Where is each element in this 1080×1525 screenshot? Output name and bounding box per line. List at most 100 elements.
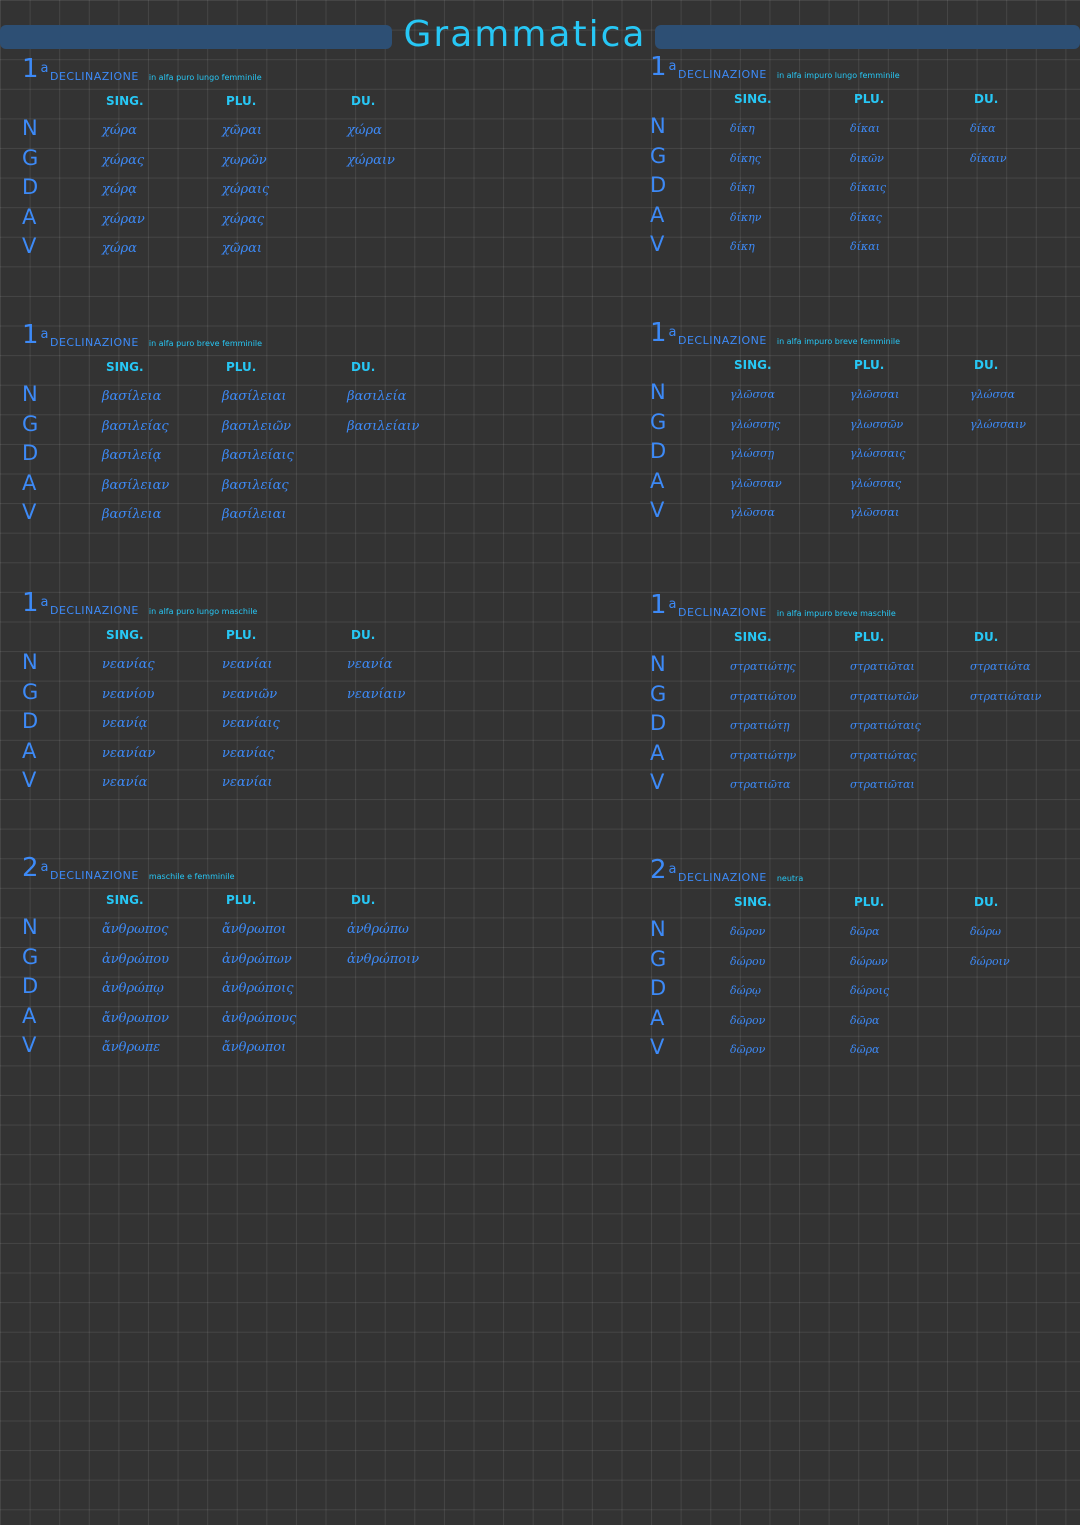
ordinal-number: 1 <box>22 588 39 618</box>
form-plu: δώρων <box>850 954 888 968</box>
form-du: βασιλείαιν <box>347 418 420 434</box>
form-sing: βασίλεια <box>102 507 162 522</box>
form-plu: δίκαι <box>850 122 880 135</box>
form-plu: γλώσσας <box>850 476 902 490</box>
form-du: γλώσσαιν <box>970 417 1026 431</box>
case-letter: A <box>650 740 665 765</box>
declension-heading: DECLINAZIONE neutra <box>678 869 803 886</box>
title-band-left <box>0 25 392 49</box>
column-header-plu: PLU. <box>854 895 885 909</box>
ordinal-superscript: a <box>668 325 677 340</box>
column-header-plu: PLU. <box>854 92 885 106</box>
case-letter: G <box>22 944 39 969</box>
form-sing: χώρᾳ <box>102 182 137 197</box>
form-plu: νεανιῶν <box>222 686 278 702</box>
form-sing: γλῶσσα <box>730 388 775 401</box>
case-letter: G <box>650 409 667 434</box>
form-du: νεανία <box>347 657 393 672</box>
case-letter: D <box>650 173 667 197</box>
form-du: δίκαιν <box>970 151 1007 165</box>
declension-label: DECLINAZIONE <box>678 334 767 347</box>
column-header-du: DU. <box>974 92 999 106</box>
ordinal-number: 2 <box>650 855 667 885</box>
page-title: Grammatica <box>403 14 647 55</box>
form-plu: ἄνθρωποι <box>222 1040 287 1055</box>
case-letter: V <box>650 1035 665 1059</box>
form-plu: γλῶσσαι <box>850 388 900 401</box>
ordinal-number: 1 <box>22 54 39 84</box>
form-sing: δώρου <box>730 954 766 968</box>
form-plu: χώρας <box>222 211 265 227</box>
form-plu: γλώσσαις <box>850 447 906 460</box>
form-sing: δώρῳ <box>730 984 762 997</box>
declension-subtitle: neutra <box>776 874 804 883</box>
form-sing: γλώσσης <box>730 417 781 431</box>
case-letter: D <box>22 974 39 998</box>
ordinal-superscript: a <box>40 860 49 875</box>
case-letter: D <box>22 441 39 465</box>
case-letter: G <box>650 681 667 706</box>
form-sing: δῶρον <box>730 925 766 938</box>
form-plu: στρατιώτας <box>850 748 917 762</box>
form-sing: ἀνθρώπου <box>102 951 170 967</box>
column-header-sing: SING. <box>106 360 144 374</box>
form-du: γλώσσα <box>970 388 1015 401</box>
column-header-sing: SING. <box>734 92 772 106</box>
case-letter: G <box>22 145 39 170</box>
form-plu: βασιλείαις <box>222 448 294 463</box>
case-letter: N <box>650 652 666 676</box>
column-header-plu: PLU. <box>854 630 885 644</box>
form-plu: χῶραι <box>222 241 262 256</box>
case-letter: D <box>22 709 39 733</box>
form-plu: βασίλειαι <box>222 389 287 404</box>
form-plu: χωρῶν <box>222 152 267 168</box>
case-letter: A <box>22 1003 37 1028</box>
forms-du: γλώσσα γλώσσαιν <box>970 380 1026 439</box>
form-du: ἀνθρώποιν <box>347 951 420 967</box>
case-letter: G <box>22 679 39 704</box>
form-sing: χώρα <box>102 241 137 256</box>
column-header-du: DU. <box>974 895 999 909</box>
form-plu: δίκας <box>850 210 882 224</box>
declension-label: DECLINAZIONE <box>678 871 767 884</box>
form-sing: βασίλεια <box>102 389 162 404</box>
form-sing: στρατιώτης <box>730 660 796 673</box>
form-du: χώραιν <box>347 152 395 168</box>
form-plu: χῶραι <box>222 123 262 138</box>
form-sing: δίκην <box>730 210 762 224</box>
column-header-du: DU. <box>351 893 376 907</box>
case-letter: N <box>650 380 666 404</box>
form-plu: νεανίαι <box>222 775 273 790</box>
form-plu: νεανίαις <box>222 716 280 731</box>
form-du: βασιλεία <box>347 389 407 404</box>
declension-label: DECLINAZIONE <box>50 336 139 349</box>
case-letter: D <box>22 175 39 199</box>
column-header-plu: PLU. <box>226 628 257 642</box>
case-letter: V <box>22 234 37 258</box>
form-sing: βασίλειαν <box>102 477 170 493</box>
form-plu: ἄνθρωποι <box>222 922 287 937</box>
form-sing: δίκης <box>730 151 761 165</box>
ordinal-number: 1 <box>22 320 39 350</box>
